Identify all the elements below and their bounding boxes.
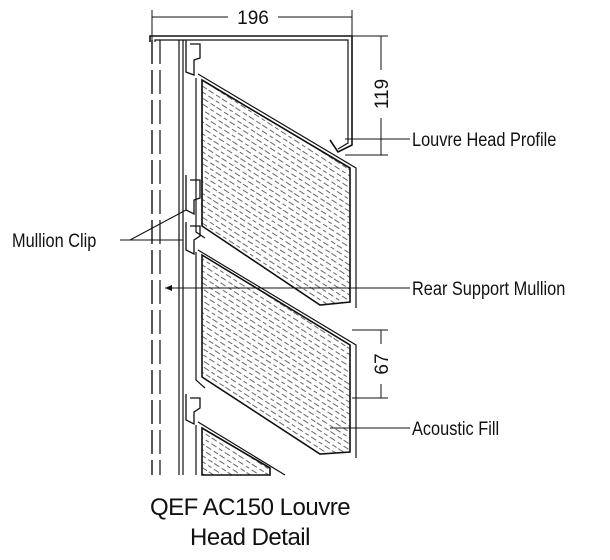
blade-gap-value: 67 [372,353,393,374]
rear-support-mullion-label: Rear Support Mullion [412,278,565,299]
caption-line-1: QEF AC150 Louvre [149,494,351,521]
width-dimension-value: 196 [237,8,269,29]
drawing-caption: QEF AC150 Louvre Head Detail [120,493,380,553]
louvre-blade-3 [195,421,286,476]
louvre-head-profile-label: Louvre Head Profile [412,129,556,150]
mullion-clip-label: Mullion Clip [12,230,97,251]
callout-leaders [120,138,410,429]
head-height-value: 119 [372,79,393,109]
rear-support-mullion-lines [151,40,184,475]
mullion-clips [185,40,201,426]
blade-gap-dimension: 67 [352,329,393,399]
louvre-blade-2 [195,249,357,458]
caption-line-2: Head Detail [190,524,310,551]
head-height-dimension: 119 [345,35,393,156]
acoustic-fill-label: Acoustic Fill [412,418,499,439]
louvre-head-profile [149,35,353,154]
width-dimension: 196 [151,8,353,40]
louvre-blade-1 [195,73,357,308]
